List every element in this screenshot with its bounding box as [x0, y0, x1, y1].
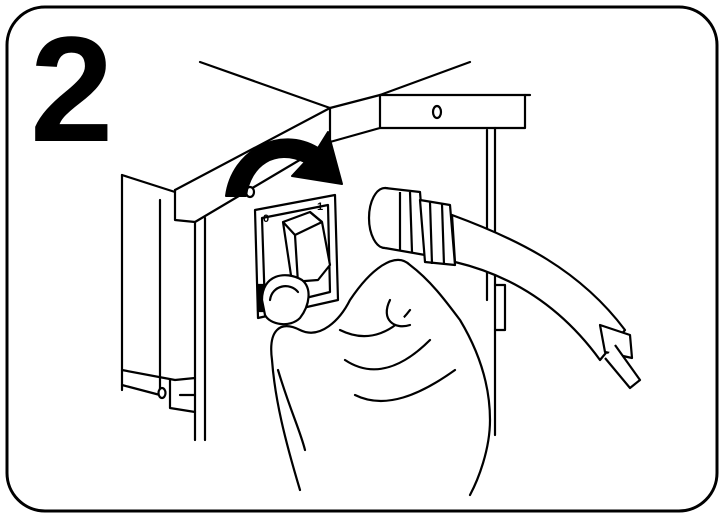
- panel-border: [5, 5, 719, 513]
- switch-label-on: 1: [317, 201, 323, 213]
- clockwise-arrow-icon: [225, 131, 343, 197]
- step-number: 2: [30, 5, 113, 173]
- power-cable: [450, 213, 642, 390]
- hand: [260, 258, 492, 497]
- cable-gland: [367, 186, 457, 267]
- switch-label-off: 0: [263, 213, 269, 225]
